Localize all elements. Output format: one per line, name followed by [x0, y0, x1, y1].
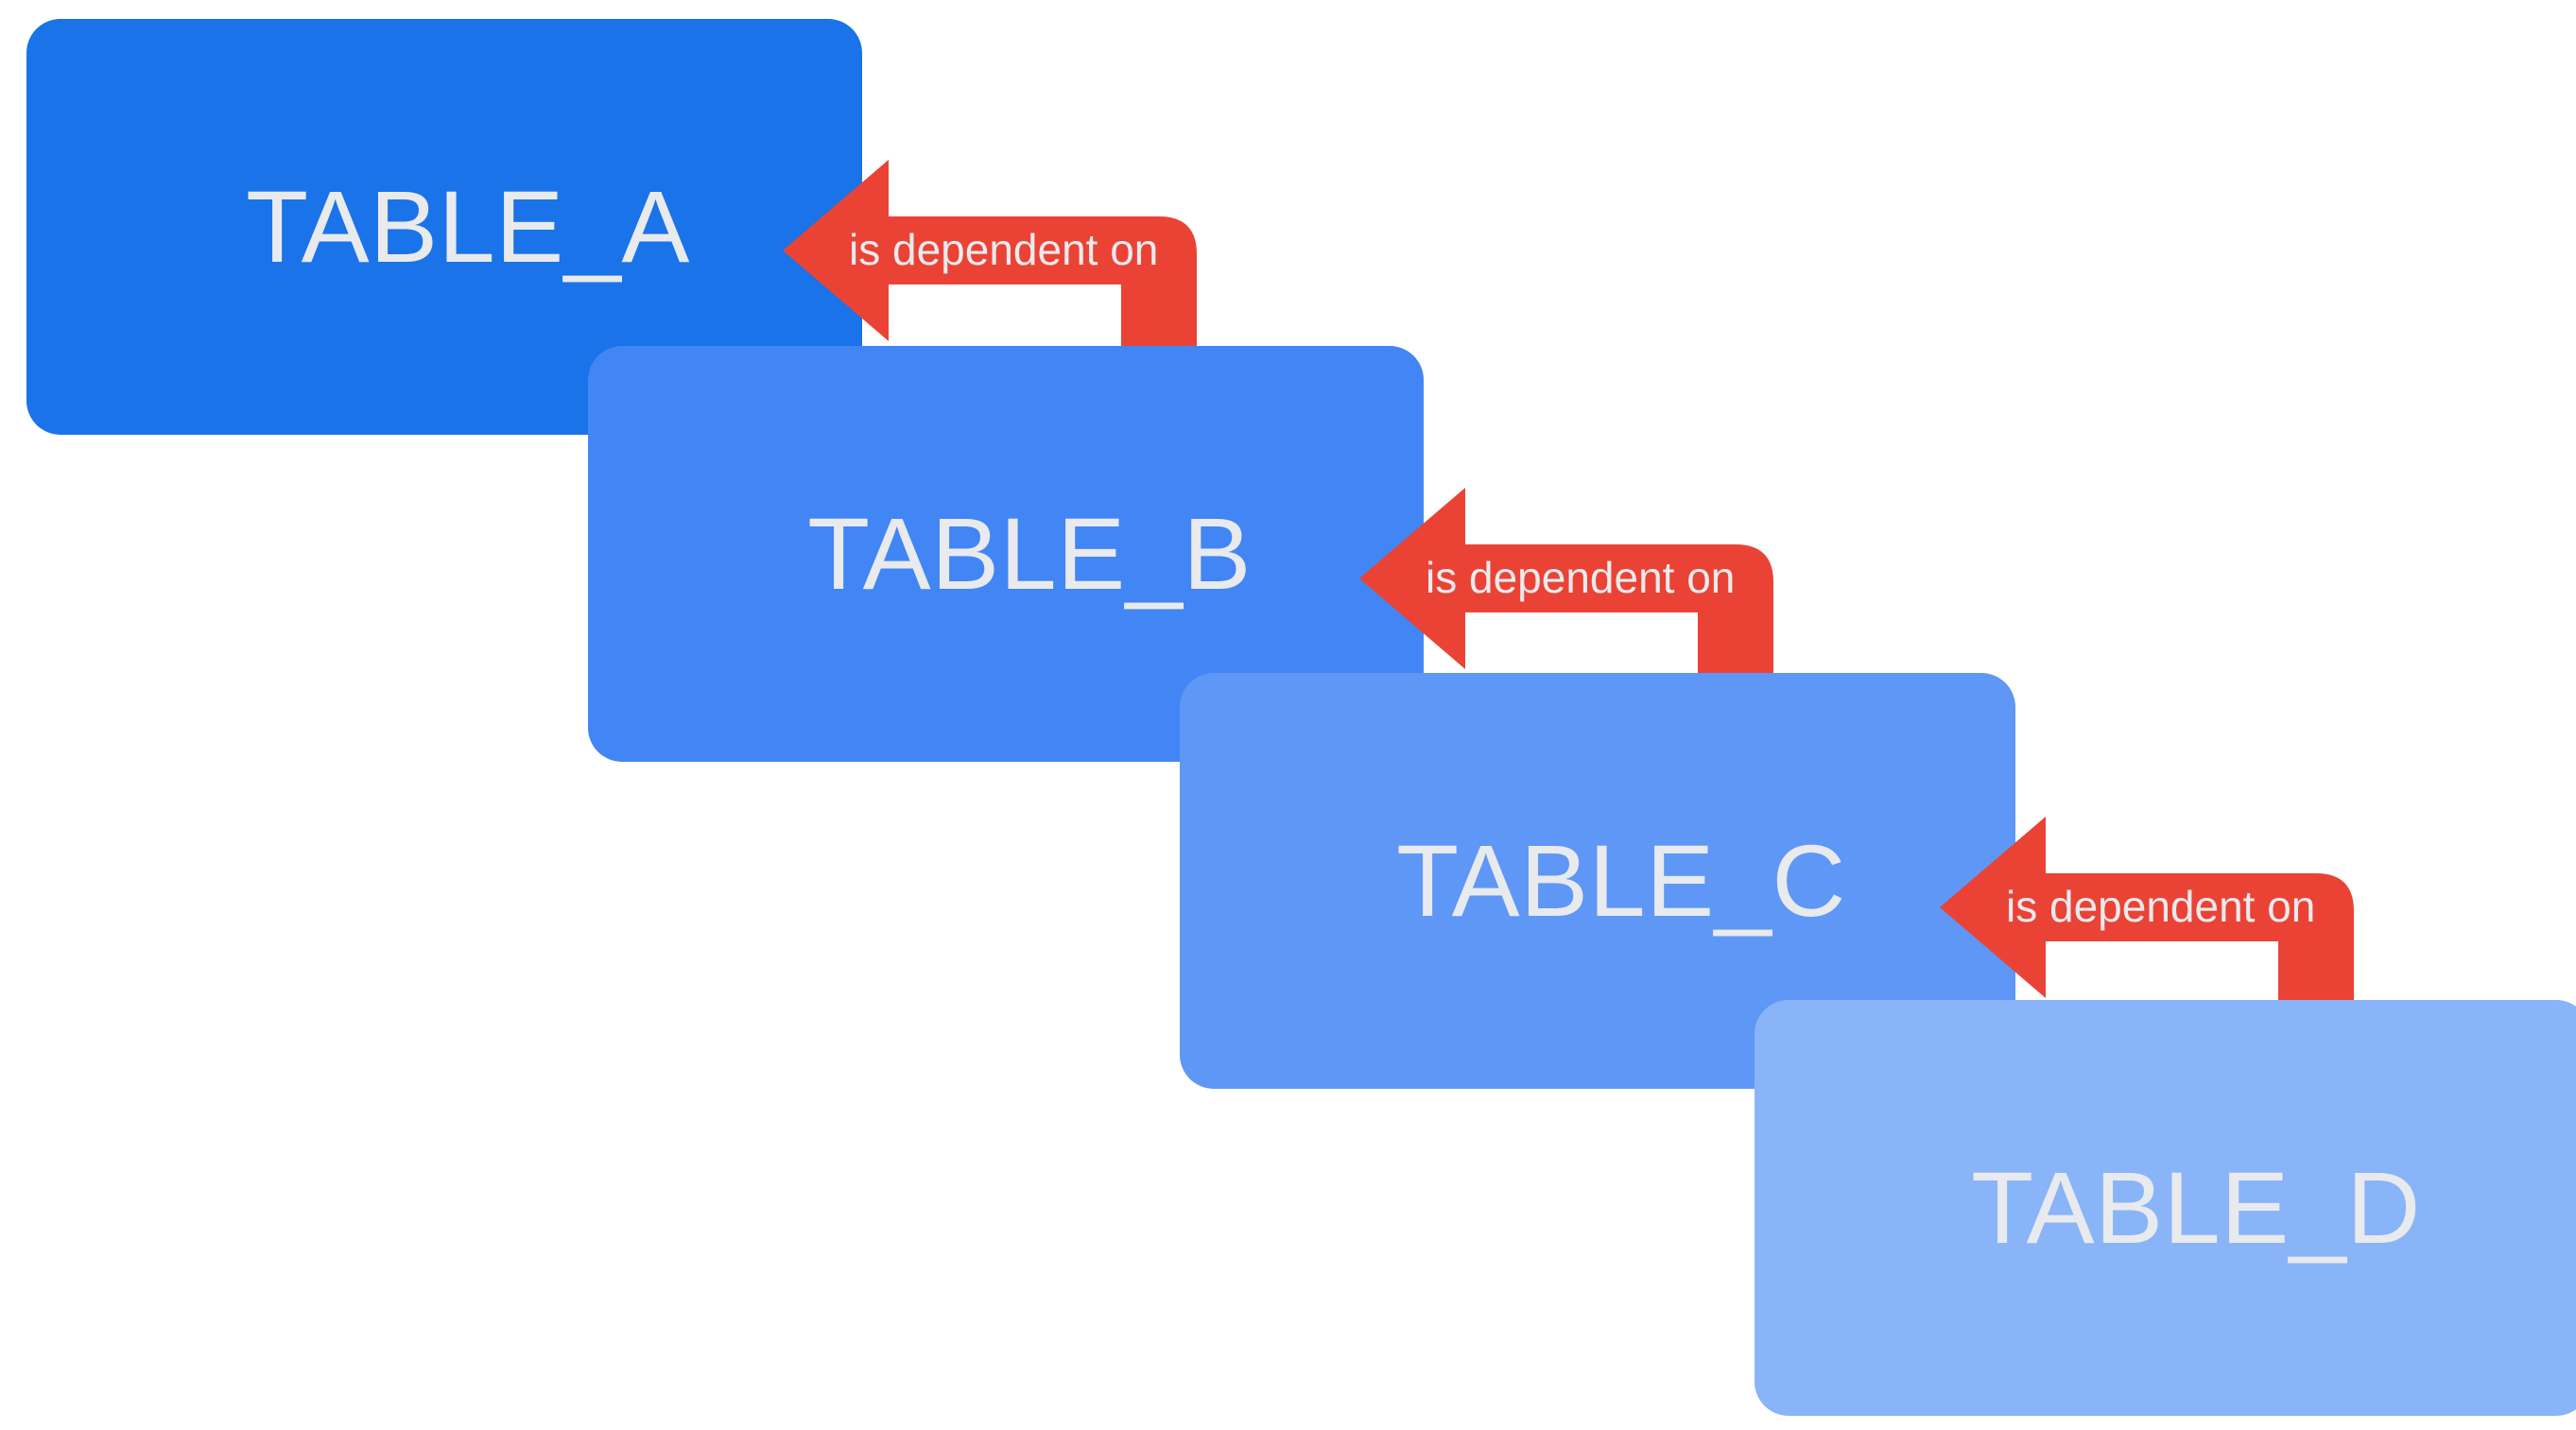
node-table-a[interactable]: TABLE_A — [26, 19, 862, 435]
node-table-d[interactable]: TABLE_D — [1755, 1000, 2576, 1416]
node-label-table-a: TABLE_A — [246, 169, 690, 284]
edge-label-3: is dependent on — [2006, 882, 2316, 931]
node-label-table-d: TABLE_D — [1971, 1150, 2421, 1265]
edge-label-2: is dependent on — [1426, 553, 1736, 602]
node-label-table-c: TABLE_C — [1396, 823, 1846, 938]
edge-label-1: is dependent on — [849, 225, 1159, 274]
node-label-table-b: TABLE_B — [807, 496, 1252, 611]
